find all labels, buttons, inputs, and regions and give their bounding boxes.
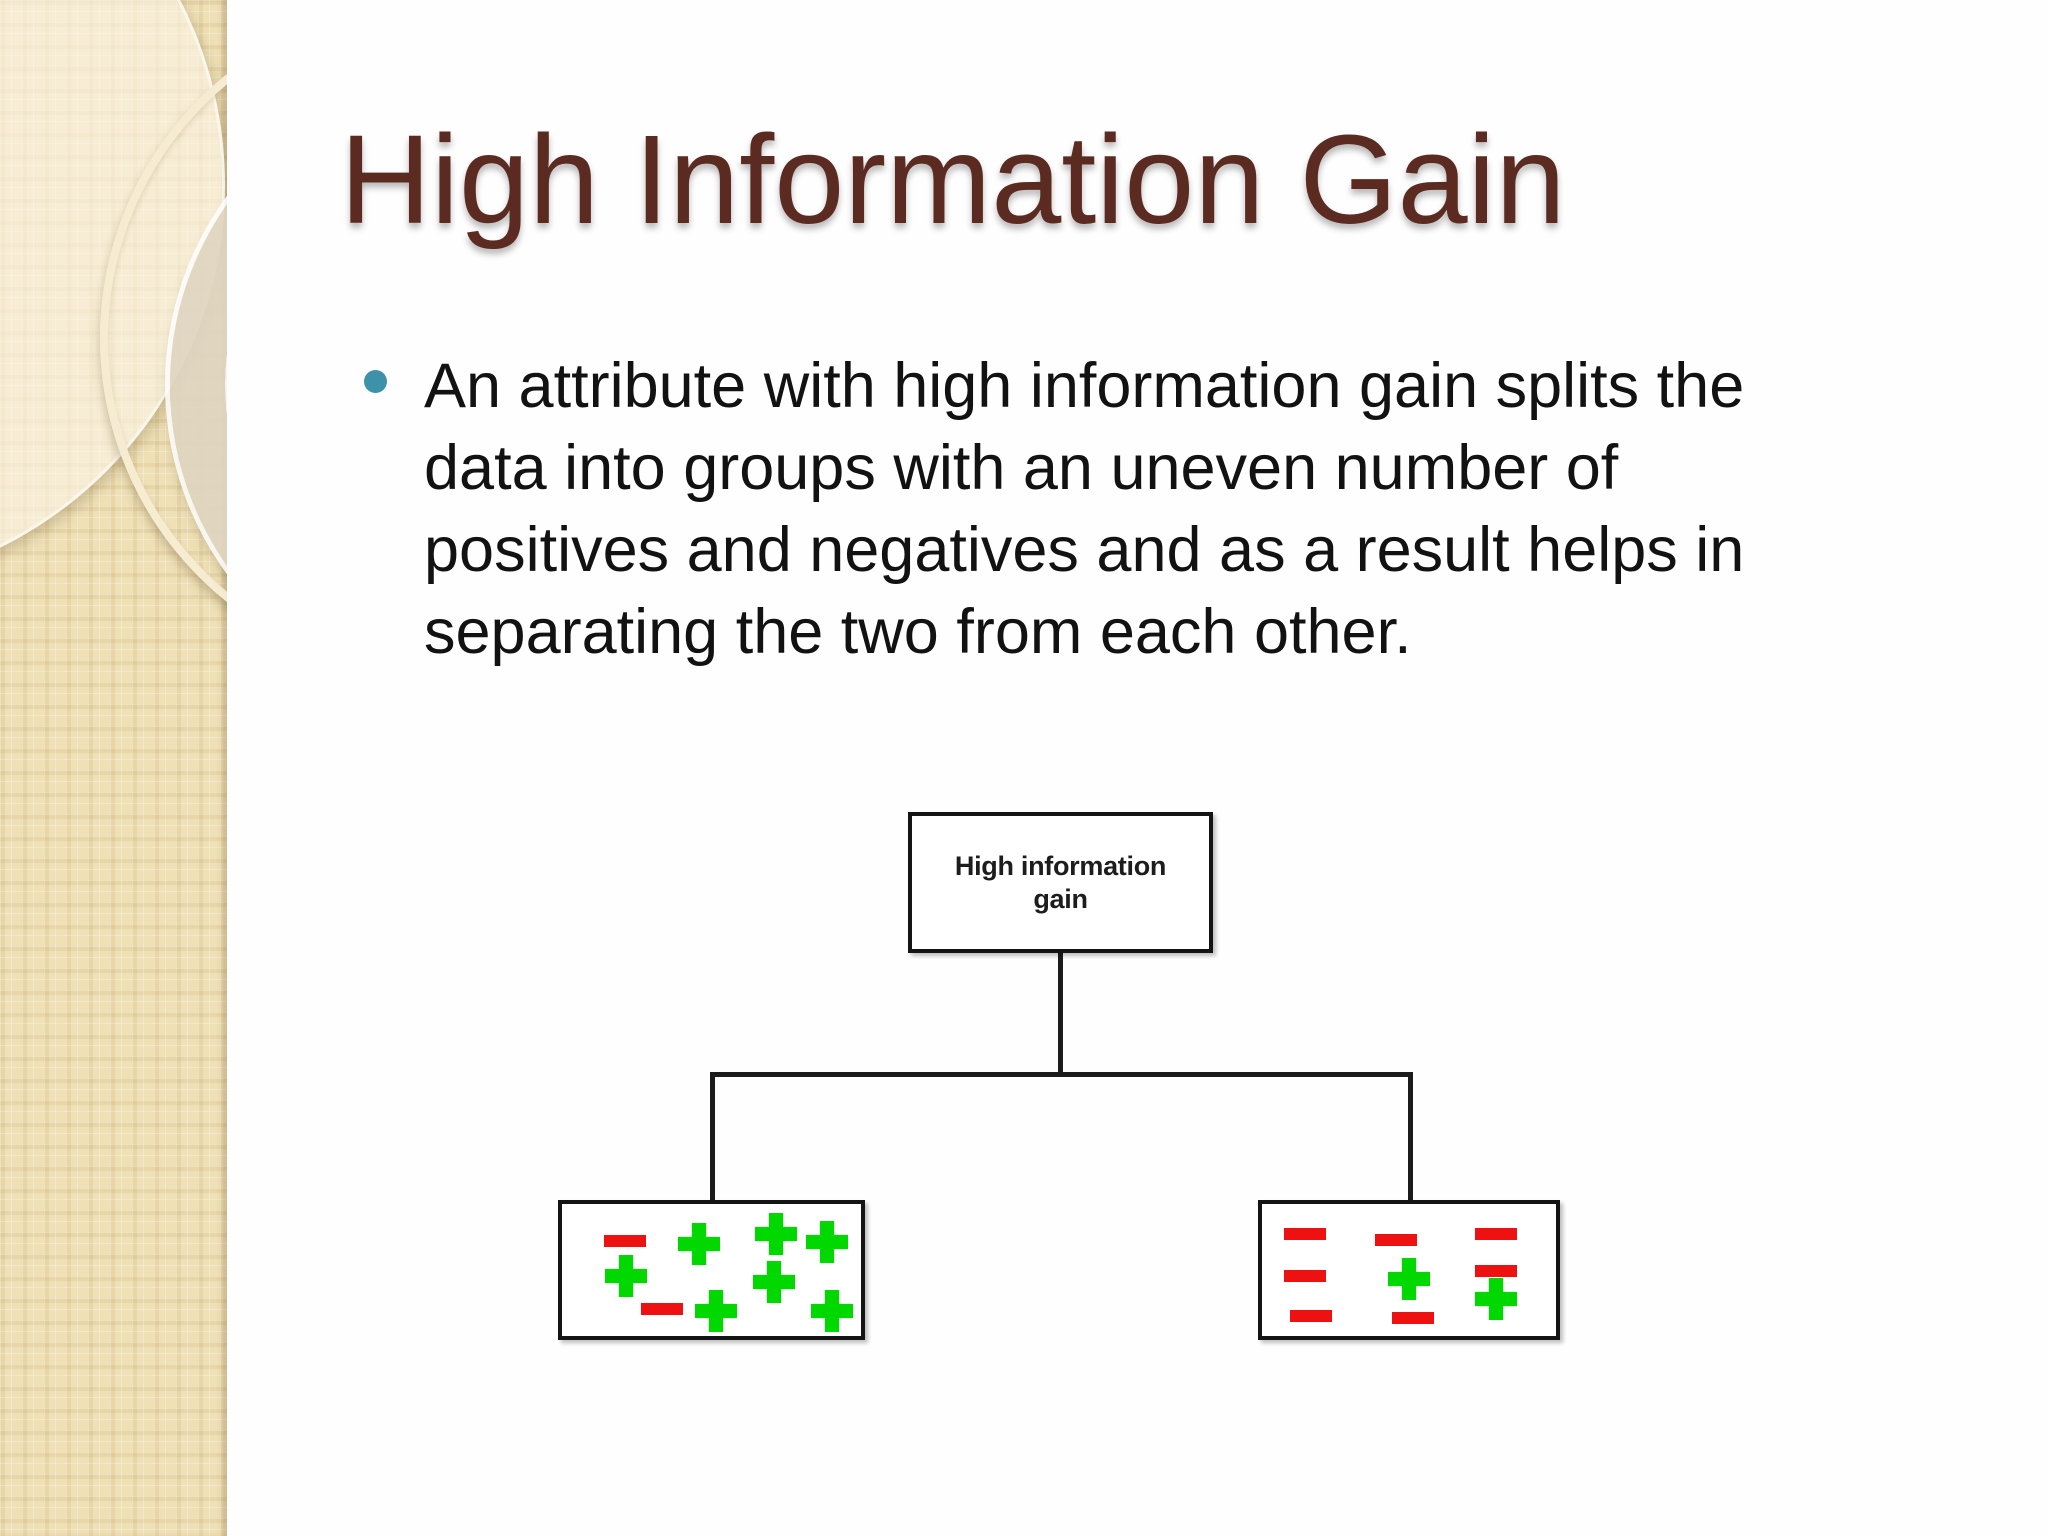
connector-left-vertical [710,1072,715,1202]
bullet-point-icon [364,370,387,393]
plus-icon [755,1213,797,1255]
diagram-root-box: High information gain [908,812,1213,953]
minus-icon [1475,1265,1517,1277]
bullet-line: data into groups with an uneven number o… [424,433,1619,503]
connector-horizontal [710,1072,1413,1077]
root-box-label-line2: gain [1033,883,1088,914]
minus-icon [1284,1270,1326,1282]
minus-icon [641,1303,683,1315]
diagram-left-box [558,1200,865,1340]
plus-icon [1388,1258,1430,1300]
plus-icon [753,1261,795,1303]
connector-root-vertical [1058,950,1063,1076]
plus-icon [811,1290,853,1332]
bullet-line: positives and negatives and as a result … [424,515,1745,585]
sidebar-decoration [0,0,227,1536]
slide-title: High Information Gain [340,109,1566,250]
bullet-paragraph: An attribute with high information gain … [424,345,1744,673]
plus-icon [678,1223,720,1265]
bullet-line: An attribute with high information gain … [424,351,1745,421]
minus-icon [1392,1312,1434,1324]
minus-icon [1290,1310,1332,1322]
minus-icon [1284,1228,1326,1240]
connector-right-vertical [1408,1072,1413,1202]
minus-icon [1375,1234,1417,1246]
bullet-line: separating the two from each other. [424,597,1412,667]
minus-icon [604,1235,646,1247]
minus-icon [1475,1228,1517,1240]
plus-icon [806,1221,848,1263]
diagram-right-box [1258,1200,1560,1340]
plus-icon [1475,1278,1517,1320]
plus-icon [605,1255,647,1297]
plus-icon [695,1290,737,1332]
root-box-label-line1: High information [954,850,1167,881]
